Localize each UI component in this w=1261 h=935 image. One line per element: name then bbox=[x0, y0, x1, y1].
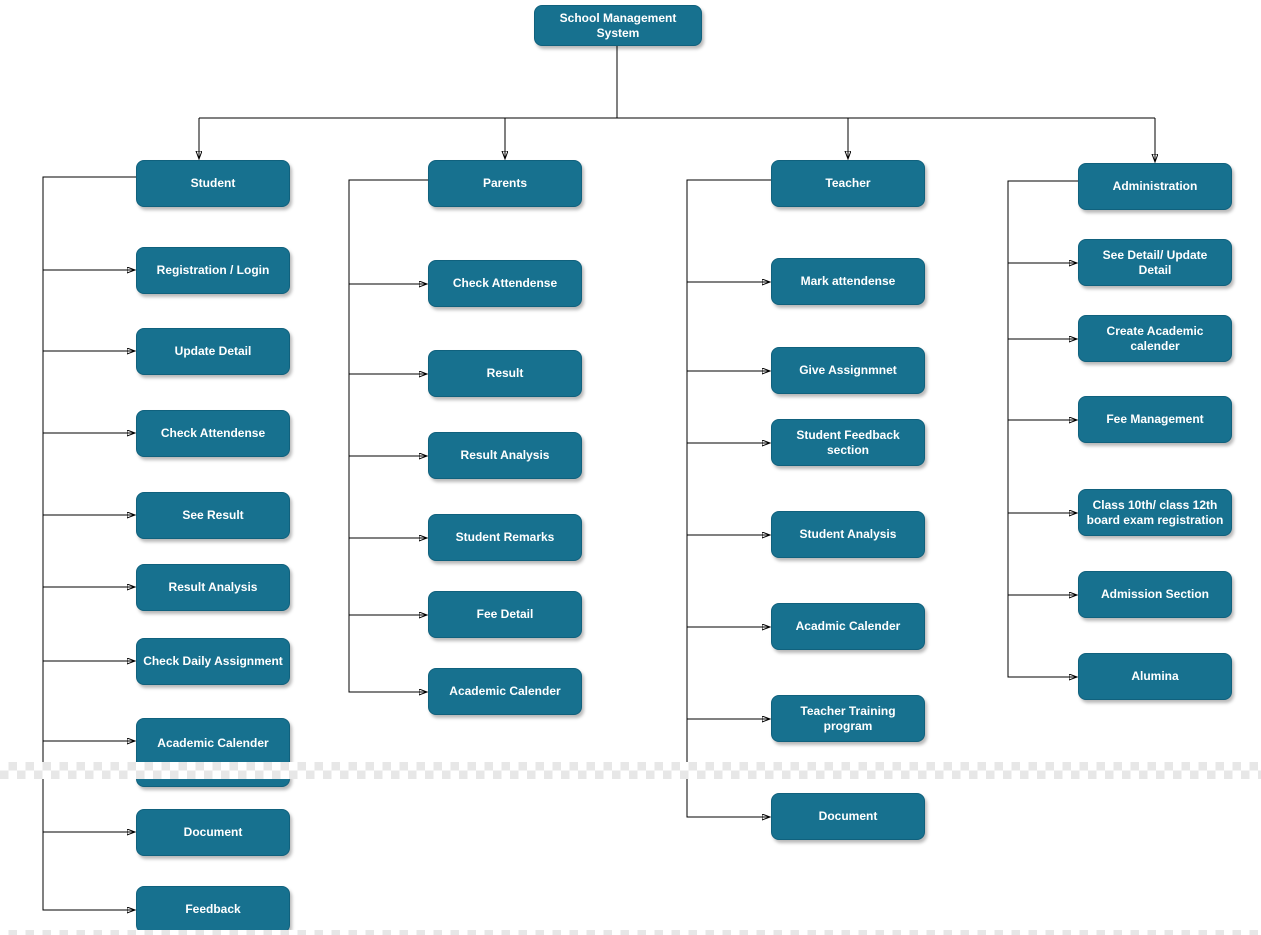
node-administration[interactable]: Administration bbox=[1078, 163, 1232, 210]
node-check-daily-assignment[interactable]: Check Daily Assignment bbox=[136, 638, 290, 685]
node-mark-attendense[interactable]: Mark attendense bbox=[771, 258, 925, 305]
node-student-remarks[interactable]: Student Remarks bbox=[428, 514, 582, 561]
transparency-seam-middle bbox=[0, 762, 1261, 779]
node-fee-detail[interactable]: Fee Detail bbox=[428, 591, 582, 638]
node-school-management-system[interactable]: School Management System bbox=[534, 5, 702, 46]
node-acadmic-calender-teacher[interactable]: Acadmic Calender bbox=[771, 603, 925, 650]
node-student-analysis[interactable]: Student Analysis bbox=[771, 511, 925, 558]
node-check-attendense-parents[interactable]: Check Attendense bbox=[428, 260, 582, 307]
node-parents[interactable]: Parents bbox=[428, 160, 582, 207]
node-see-detail-update-detail[interactable]: See Detail/ Update Detail bbox=[1078, 239, 1232, 286]
node-update-detail[interactable]: Update Detail bbox=[136, 328, 290, 375]
node-academic-calender-parents[interactable]: Academic Calender bbox=[428, 668, 582, 715]
node-board-exam-registration[interactable]: Class 10th/ class 12th board exam regist… bbox=[1078, 489, 1232, 536]
node-give-assignmnet[interactable]: Give Assignmnet bbox=[771, 347, 925, 394]
node-see-result[interactable]: See Result bbox=[136, 492, 290, 539]
node-fee-management[interactable]: Fee Management bbox=[1078, 396, 1232, 443]
node-alumina[interactable]: Alumina bbox=[1078, 653, 1232, 700]
node-teacher[interactable]: Teacher bbox=[771, 160, 925, 207]
node-result-analysis-student[interactable]: Result Analysis bbox=[136, 564, 290, 611]
node-student-feedback-section[interactable]: Student Feedback section bbox=[771, 419, 925, 466]
node-registration-login[interactable]: Registration / Login bbox=[136, 247, 290, 294]
node-document-student[interactable]: Document bbox=[136, 809, 290, 856]
node-result-analysis-parents[interactable]: Result Analysis bbox=[428, 432, 582, 479]
node-admission-section[interactable]: Admission Section bbox=[1078, 571, 1232, 618]
node-result[interactable]: Result bbox=[428, 350, 582, 397]
node-feedback[interactable]: Feedback bbox=[136, 886, 290, 933]
transparency-seam-bottom bbox=[0, 930, 1261, 935]
node-teacher-training-program[interactable]: Teacher Training program bbox=[771, 695, 925, 742]
node-student[interactable]: Student bbox=[136, 160, 290, 207]
node-create-academic-calender[interactable]: Create Academic calender bbox=[1078, 315, 1232, 362]
node-document-teacher[interactable]: Document bbox=[771, 793, 925, 840]
node-check-attendense-student[interactable]: Check Attendense bbox=[136, 410, 290, 457]
